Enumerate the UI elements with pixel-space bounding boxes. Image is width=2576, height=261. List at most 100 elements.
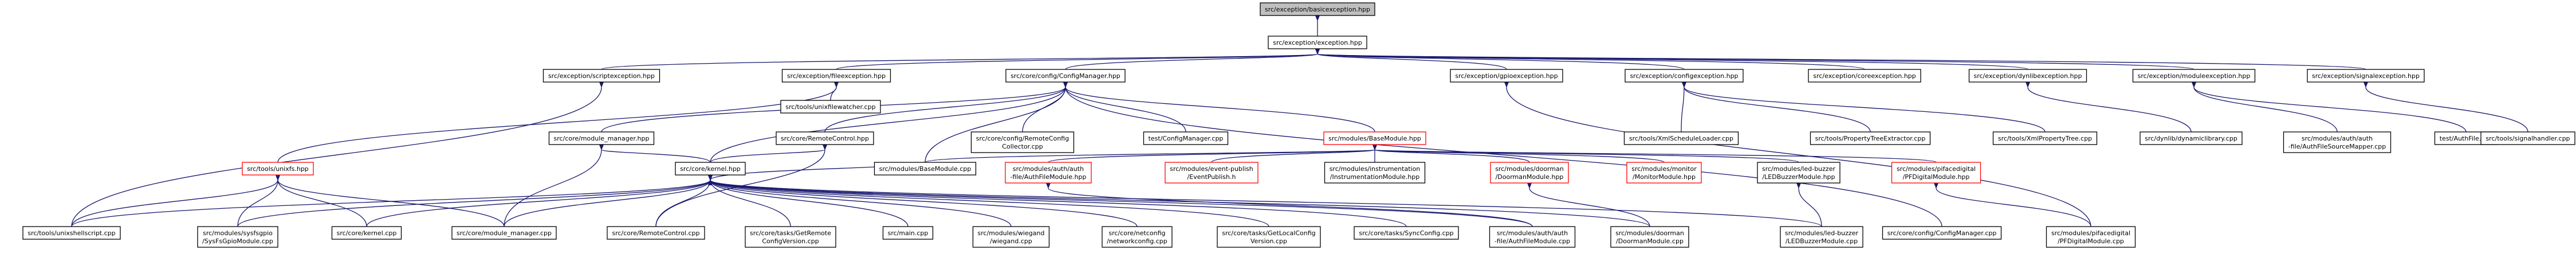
edge-piface-hpp-to-piface-cpp: [1933, 182, 2091, 227]
node-gpioexception[interactable]: src/exception/gpioexception.hpp: [1450, 69, 1563, 83]
node-scriptexception[interactable]: src/exception/scriptexception.hpp: [542, 69, 660, 83]
node-configmanager-hpp[interactable]: src/core/config/ConfigManager.hpp: [1005, 69, 1126, 83]
edge-kernel-hpp-to-syncconfig: [707, 174, 1407, 227]
edge-kernel-hpp-to-unixshellscript: [71, 174, 713, 227]
node-xmlpropertytree[interactable]: src/tools/XmlPropertyTree.cpp: [1992, 131, 2098, 145]
node-label: src/exception/exception.hpp: [1273, 39, 1362, 46]
node-unixshellscript[interactable]: src/tools/unixshellscript.cpp: [22, 226, 121, 240]
node-configexception[interactable]: src/exception/configexception.hpp: [1625, 69, 1744, 83]
node-dynlibexception[interactable]: src/exception/dynlibexception.hpp: [1968, 69, 2087, 83]
edge-configmanager-hpp-to-kernel-hpp: [710, 81, 1068, 163]
node-instrumentation-hpp[interactable]: src/modules/instrumentation/Instrumentat…: [1324, 162, 1426, 184]
node-module-manager-cpp[interactable]: src/core/module_manager.cpp: [451, 226, 557, 240]
node-label: src/core/tasks/SyncConfig.cpp: [1359, 229, 1453, 237]
node-exception[interactable]: src/exception/exception.hpp: [1268, 36, 1367, 49]
node-remotecontrol-cpp[interactable]: src/core/RemoteControl.cpp: [607, 226, 705, 240]
node-box: [1992, 131, 2098, 145]
node-basicexception[interactable]: src/exception/basicexception.hpp: [1260, 2, 1375, 16]
node-ledbuzzer-hpp[interactable]: src/modules/led-buzzer/LEDBuzzerModule.h…: [1757, 162, 1840, 184]
node-label: src/core/config/RemoteConfig: [976, 135, 1069, 142]
edge-configmanager-hpp-to-basemodule-hpp: [1063, 81, 1375, 133]
node-authfilemodule-cpp[interactable]: src/modules/auth/auth-file/AuthFileModul…: [1489, 226, 1576, 248]
edge-dynlibexception-to-dynlibdynamiclibrary: [2025, 81, 2192, 133]
node-kernel-hpp[interactable]: src/core/kernel.hpp: [675, 162, 746, 176]
node-label: src/exception/configexception.hpp: [1630, 72, 1738, 80]
node-dynlibdynamiclibrary[interactable]: src/dynlib/dynamiclibrary.cpp: [2140, 131, 2243, 145]
node-box: [1625, 69, 1744, 83]
node-label: src/core/kernel.hpp: [680, 165, 741, 173]
node-eventpublish-h[interactable]: src/modules/event-publish/EventPublish.h: [1165, 162, 1258, 184]
node-label: src/core/module_manager.cpp: [457, 229, 552, 237]
edge-remotecontrol-hpp-to-kernel-hpp: [710, 144, 828, 163]
node-box: [1005, 69, 1126, 83]
node-label: src/tools/signalhandler.cpp: [2485, 135, 2570, 142]
node-authfilemodule-hpp[interactable]: src/modules/auth/auth-file/AuthFileModul…: [1005, 162, 1092, 184]
edge-exception-to-configmanager-hpp: [1065, 48, 1320, 70]
edge-configexception-to-xmlpropertytree: [1681, 81, 2046, 133]
node-box: [1450, 69, 1563, 83]
node-label: src/exception/dynlibexception.hpp: [1974, 72, 2082, 80]
node-label: -file/AuthFileModule.cpp: [1495, 237, 1570, 245]
node-box: [22, 226, 121, 240]
node-signalexception[interactable]: src/exception/signalexception.hpp: [2307, 69, 2425, 83]
node-box: [1610, 226, 1689, 248]
node-authfilesourcemapper[interactable]: src/modules/auth/auth-file/AuthFileSourc…: [2283, 131, 2392, 153]
edge-ledbuzzer-hpp-to-ledbuzzer-cpp: [1796, 182, 1822, 227]
node-box: [1102, 226, 1173, 248]
node-box: [548, 131, 655, 145]
node-coreexception[interactable]: src/exception/coreexception.hpp: [1808, 69, 1921, 83]
node-remotecontrol-hpp[interactable]: src/core/RemoteControl.hpp: [776, 131, 874, 145]
node-ledbuzzer-cpp[interactable]: src/modules/led-buzzer/LEDBuzzerModule.c…: [1780, 226, 1863, 248]
node-label: src/tools/XmlScheduleLoader.cpp: [1629, 135, 1733, 142]
node-networkconfig[interactable]: src/core/netconfig/networkconfig.cpp: [1102, 226, 1173, 248]
node-label: src/exception/coreexception.hpp: [1813, 72, 1916, 80]
node-xmlschedule[interactable]: src/tools/XmlScheduleLoader.cpp: [1623, 131, 1739, 145]
node-getremoteconfig[interactable]: src/core/tasks/GetRemoteConfigVersion.cp…: [745, 226, 836, 248]
node-module-manager-hpp[interactable]: src/core/module_manager.hpp: [548, 131, 655, 145]
node-remoteconfigcollector[interactable]: src/core/config/RemoteConfigCollector.cp…: [970, 131, 1075, 153]
node-label: src/main.cpp: [888, 229, 929, 237]
node-label: src/exception/signalexception.hpp: [2312, 72, 2420, 80]
node-box: [607, 226, 705, 240]
node-box: [1623, 131, 1739, 145]
node-propertytree-ex[interactable]: src/tools/PropertyTreeExtractor.cpp: [1810, 131, 1931, 145]
node-box: [2480, 131, 2575, 145]
node-main-cpp[interactable]: src/main.cpp: [882, 226, 934, 240]
node-label: src/core/RemoteControl.cpp: [612, 229, 699, 237]
node-basemodule-cpp[interactable]: src/modules/BaseModule.cpp: [874, 162, 977, 176]
edge-unixfs-hpp-to-sysfsgpio: [237, 174, 281, 227]
node-box: [1882, 226, 2002, 240]
node-box: [1323, 131, 1426, 145]
node-sysfsgpio[interactable]: src/modules/sysfsgpio/SysFsGpioModule.cp…: [197, 226, 278, 248]
edge-exception-to-gpioexception: [1315, 48, 1507, 70]
node-fileexception[interactable]: src/exception/fileexception.hpp: [781, 69, 891, 83]
file-nodes: src/exception/basicexception.hpp src/exce…: [22, 2, 2575, 248]
node-kernel-cpp[interactable]: src/core/kernel.cpp: [331, 226, 402, 240]
node-doorman-hpp[interactable]: src/modules/doorman/DoormanModule.hpp: [1490, 162, 1569, 184]
node-unixfilewatcher[interactable]: src/tools/unixfilewatcher.cpp: [780, 100, 881, 114]
edge-unixfs-hpp-to-unixshellscript: [71, 174, 281, 227]
node-piface-hpp[interactable]: src/modules/pifacedigital/PFDigitalModul…: [1891, 162, 1981, 184]
node-monitor-hpp[interactable]: src/modules/monitor/MonitorModule.hpp: [1626, 162, 1702, 184]
node-syncconfig[interactable]: src/core/tasks/SyncConfig.cpp: [1354, 226, 1459, 240]
node-test-configmanager[interactable]: test/ConfigManager.cpp: [1143, 131, 1229, 145]
node-doorman-cpp[interactable]: src/modules/doorman/DoormanModule.cpp: [1610, 226, 1689, 248]
node-configmanager-cpp[interactable]: src/core/config/ConfigManager.cpp: [1882, 226, 2002, 240]
node-label: -file/AuthFileSourceMapper.cpp: [2288, 143, 2386, 150]
node-unixfs-hpp[interactable]: src/tools/unixfs.hpp: [242, 162, 314, 176]
node-label: src/exception/fileexception.hpp: [787, 72, 886, 80]
node-box: [745, 226, 836, 248]
node-moduleexception[interactable]: src/exception/moduleexception.hpp: [2132, 69, 2256, 83]
node-label: src/core/tasks/GetRemote: [750, 229, 831, 237]
edge-unixfs-hpp-to-module-manager-cpp: [275, 174, 505, 227]
node-signalhandler[interactable]: src/tools/signalhandler.cpp: [2480, 131, 2575, 145]
node-label: src/modules/led-buzzer: [1785, 229, 1858, 237]
node-piface-cpp[interactable]: src/modules/pifacedigital/PFDigitalModul…: [2046, 226, 2136, 248]
node-basemodule-hpp[interactable]: src/modules/BaseModule.hpp: [1323, 131, 1426, 145]
node-wiegand-cpp[interactable]: src/modules/wiegand/wiegand.cpp: [972, 226, 1050, 248]
edge-configmanager-hpp-to-test-configmanager: [1063, 81, 1186, 133]
node-label: /PFDigitalModule.hpp: [1903, 173, 1970, 181]
edge-kernel-hpp-to-remotecontrol-cpp: [655, 174, 713, 227]
